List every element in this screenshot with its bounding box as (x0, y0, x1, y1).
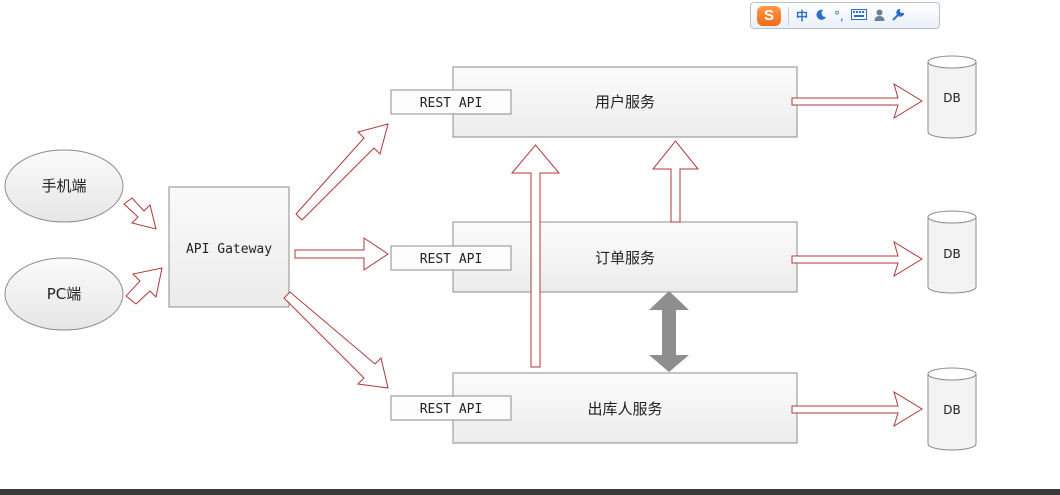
user-service-name: 用户服务 (595, 93, 655, 111)
outbound-rest-api-label: REST API (420, 402, 483, 417)
db-order-label: DB (943, 247, 960, 261)
db-outbound-label: DB (943, 403, 960, 417)
arrow-user-to-db (791, 82, 923, 120)
client-mobile: 手机端 (4, 149, 124, 223)
bottom-edge-bar (0, 489, 1060, 495)
moon-icon[interactable] (815, 9, 827, 23)
db-user-label: DB (943, 91, 960, 105)
order-rest-api: REST API (390, 245, 512, 271)
arrow-order-to-user (651, 140, 700, 223)
wrench-icon[interactable] (892, 7, 905, 23)
db-user: DB (927, 55, 977, 139)
user-rest-api-label: REST API (420, 96, 483, 111)
gateway-label: API Gateway (186, 242, 272, 257)
outbound-service-name: 出库人服务 (587, 400, 662, 418)
api-gateway: API Gateway (168, 186, 290, 308)
user-rest-api: REST API (390, 89, 512, 115)
double-arrow-order-outbound (649, 291, 689, 372)
arrow-mobile-to-gateway (123, 197, 157, 230)
client-pc-label: PC端 (47, 285, 82, 303)
outbound-rest-api: REST API (390, 395, 512, 421)
db-outbound: DB (927, 367, 977, 451)
arrow-gateway-to-outbound (283, 291, 389, 389)
arrow-gateway-to-user (295, 123, 389, 221)
sogou-logo-icon[interactable]: S (757, 5, 781, 26)
order-service-name: 订单服务 (595, 249, 655, 267)
client-mobile-label: 手机端 (41, 177, 86, 195)
arrow-outbound-to-db (791, 390, 923, 428)
ime-divider (788, 6, 789, 25)
ime-toolbar[interactable]: S 中 °, (750, 2, 940, 29)
client-pc: PC端 (4, 257, 124, 331)
user-icon[interactable] (874, 9, 885, 23)
arrow-outbound-to-user (510, 144, 561, 368)
arrow-pc-to-gateway (125, 267, 163, 305)
punctuation-toggle[interactable]: °, (834, 8, 844, 23)
order-rest-api-label: REST API (420, 252, 483, 267)
arrow-order-to-db (791, 240, 923, 278)
ime-mode-toggle[interactable]: 中 (796, 8, 809, 23)
db-order: DB (927, 210, 977, 294)
arrow-gateway-to-order (294, 237, 389, 271)
keyboard-icon[interactable] (850, 9, 867, 22)
